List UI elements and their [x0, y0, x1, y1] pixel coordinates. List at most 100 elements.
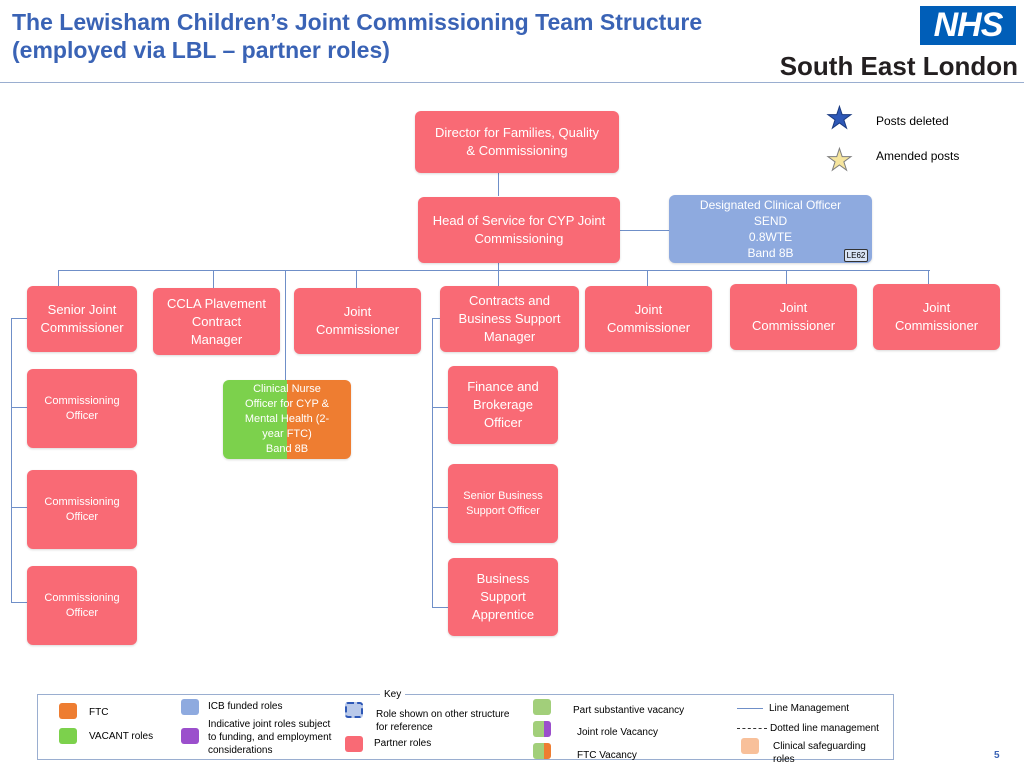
other-structure-swatch: [345, 702, 363, 718]
box-text: Joint: [634, 302, 663, 317]
key-clinical-safeguarding: Clinical safeguarding roles: [773, 740, 866, 766]
box-text: Officer: [65, 510, 99, 523]
key-vacant: VACANT roles: [89, 731, 154, 742]
key-indicative: Indicative joint roles subject to fundin…: [208, 718, 331, 757]
box-text: Support Officer: [466, 504, 540, 517]
ftc-vacancy-swatch: [533, 743, 551, 759]
connector: [58, 270, 930, 271]
key-text: Role shown on other structure: [376, 709, 510, 720]
nhs-logo: NHS: [920, 6, 1016, 45]
box-text: Commissioner: [315, 322, 400, 337]
key-text: considerations: [208, 745, 273, 756]
connector: [432, 318, 433, 608]
nhs-logo-subtitle: South East London: [779, 51, 1018, 81]
connector: [432, 407, 448, 408]
box-text: Manager: [483, 329, 536, 344]
box-text: Commissioner: [751, 318, 836, 333]
page-title: The Lewisham Children’s Joint Commission…: [12, 8, 782, 64]
key-text: to funding, and employment: [208, 732, 332, 743]
box-text: Finance and: [467, 379, 539, 394]
connector: [928, 270, 929, 284]
clinical-safeguarding-swatch: [741, 738, 759, 754]
key-ftc: FTC: [89, 707, 109, 718]
box-text: Band 8B: [265, 443, 309, 455]
box-text: Joint: [922, 300, 951, 315]
box-text: Head of Service for CYP Joint: [432, 213, 606, 228]
box-text: Officer: [65, 409, 99, 422]
key-part-substantive: Part substantive vacancy: [573, 705, 685, 716]
connector: [619, 230, 670, 231]
icb-swatch: [181, 699, 199, 715]
key-text: Clinical safeguarding: [773, 741, 866, 752]
box-text: Manager: [190, 331, 243, 347]
line-management-sample: [737, 708, 763, 709]
title-line-1: The Lewisham Children’s Joint Commission…: [12, 9, 703, 35]
key-text: Indicative joint roles subject: [208, 719, 331, 730]
connector: [432, 318, 440, 319]
connector: [213, 270, 214, 288]
box-text: Business: [476, 571, 530, 586]
box-text: Contracts and: [469, 293, 550, 308]
joint-role-vacancy-swatch: [533, 721, 551, 737]
box-text: Support: [480, 589, 526, 604]
page-number: 5: [994, 750, 1000, 761]
connector: [432, 507, 448, 508]
box-text: Apprentice: [471, 607, 535, 622]
box-text: Senior Joint: [47, 302, 117, 317]
box-text: CCLA Plavement: [167, 295, 266, 311]
amended-star-icon: ★: [826, 144, 854, 177]
box-text: Joint: [343, 304, 372, 319]
connector: [11, 318, 27, 319]
connector: [11, 318, 12, 602]
box-text: Clinical Nurse: [253, 383, 321, 395]
part-substantive-swatch: [533, 699, 551, 715]
key-icb: ICB funded roles: [208, 701, 283, 712]
box-text: Officer: [65, 606, 99, 619]
box-text: Commissioner: [606, 320, 691, 335]
box-text: Commissioning: [44, 591, 120, 604]
box-text: Contract: [191, 313, 242, 329]
title-line-2: (employed via LBL – partner roles): [12, 37, 390, 63]
box-text: Officer: [483, 415, 523, 430]
deleted-star-icon: ★: [826, 102, 854, 135]
header-divider: [0, 82, 1024, 83]
box-text: Business Support: [458, 311, 561, 326]
connector: [11, 407, 27, 408]
box-text: Senior Business: [463, 489, 543, 502]
connector: [432, 607, 448, 608]
box-text: Commissioner: [894, 318, 979, 333]
box-text: Commissioner: [40, 320, 124, 335]
connector: [498, 270, 499, 286]
key-line-management: Line Management: [769, 703, 850, 714]
box-text: SEND: [753, 214, 788, 228]
connector: [285, 270, 286, 382]
box-text: & Commissioning: [466, 143, 568, 158]
box-text: Officer for CYP &: [245, 398, 329, 410]
box-text: Band 8B: [747, 246, 794, 260]
box-text: Commissioning: [474, 231, 564, 246]
key-other-structure: Role shown on other structure for refere…: [376, 708, 509, 734]
key-box: [37, 694, 894, 760]
key-title: Key: [380, 688, 406, 701]
connector: [498, 172, 499, 196]
box-text: Brokerage: [473, 397, 533, 412]
vacant-swatch: [59, 728, 77, 744]
indicative-swatch: [181, 728, 199, 744]
box-text: Joint: [779, 300, 808, 315]
connector: [11, 507, 27, 508]
connector: [58, 270, 59, 286]
key-text: for reference: [376, 722, 433, 733]
